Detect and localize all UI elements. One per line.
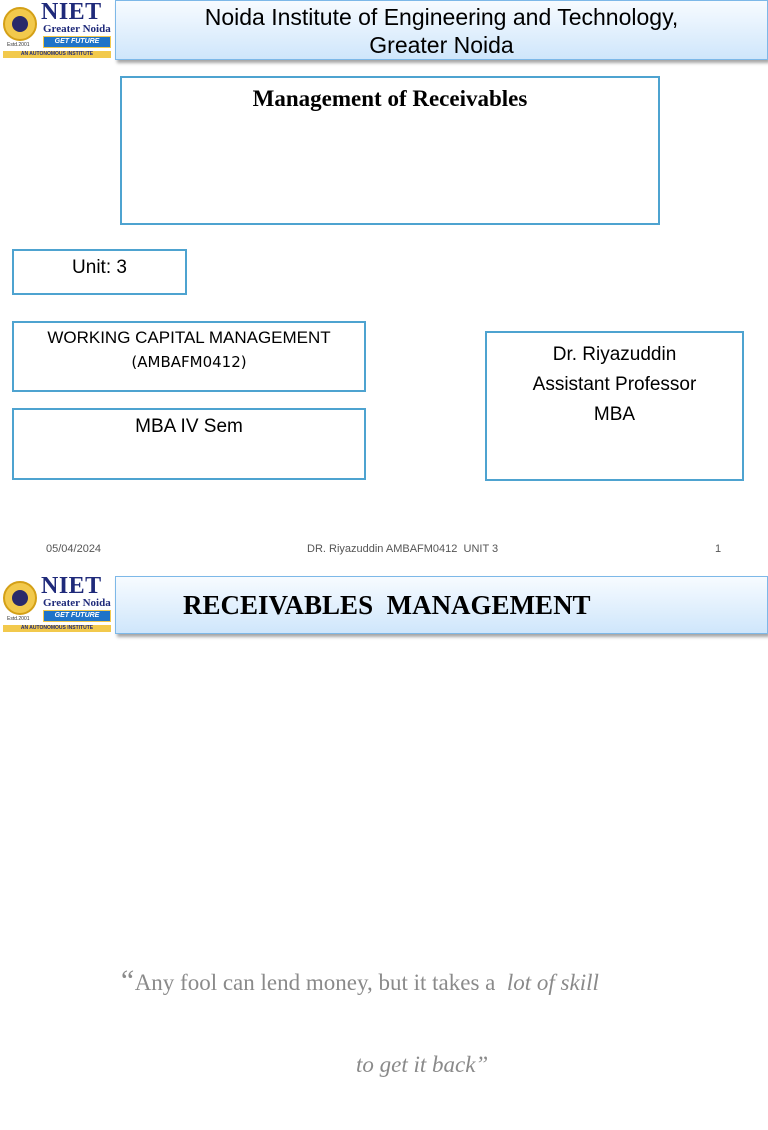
footer-page-number: 1 [715, 543, 722, 555]
slide-2: NIET Greater Noida GET FUTURE READY Estd… [0, 565, 768, 1077]
logo-estd: Estd.2001 [7, 616, 30, 622]
footer-date: 05/04/2024 [46, 543, 102, 555]
institute-name-line1: Noida Institute of Engineering and Techn… [204, 4, 679, 30]
unit-label: Unit: 3 [72, 257, 127, 278]
title-box: Management of Receivables [120, 76, 660, 225]
course-box: WORKING CAPITAL MANAGEMENT (AMBAFM0412) [12, 321, 366, 392]
quote-open-mark: “ [118, 964, 135, 997]
logo-city: Greater Noida [43, 23, 111, 35]
footer-center: DR. Riyazuddin AMBAFM0412 UNIT 3 [307, 543, 499, 555]
institute-name-line2: Greater Noida [369, 32, 514, 58]
semester-label: MBA IV Sem [135, 416, 243, 437]
faculty-name: Dr. Riyazuddin [552, 344, 677, 365]
logo-strip: AN AUTONOMOUS INSTITUTE [3, 51, 111, 58]
niet-logo: NIET Greater Noida GET FUTURE READY Estd… [3, 0, 111, 59]
quote: “Any fool can lend money, but it takes a… [118, 912, 678, 1130]
niet-logo: NIET Greater Noida GET FUTURE READY Estd… [3, 573, 111, 633]
logo-estd: Estd.2001 [7, 42, 30, 48]
logo-tagline: GET FUTURE READY [43, 610, 111, 629]
slide-header: RECEIVABLES MANAGEMENT [115, 576, 768, 634]
course-name: WORKING CAPITAL MANAGEMENT [47, 328, 331, 347]
slide-1: NIET Greater Noida GET FUTURE READY Estd… [3, 0, 768, 555]
emblem-icon [3, 7, 37, 41]
institute-header: Noida Institute of Engineering and Techn… [115, 0, 768, 60]
logo-city: Greater Noida [43, 597, 111, 609]
unit-box: Unit: 3 [12, 249, 187, 295]
quote-line-2: to get it back” [356, 1052, 489, 1077]
faculty-designation: Assistant Professor [532, 374, 697, 395]
quote-line-1: “Any fool can lend money, but it takes a… [118, 964, 678, 998]
slide-title: Management of Receivables [252, 86, 528, 111]
logo-brand: NIET [41, 0, 102, 25]
faculty-box: Dr. Riyazuddin Assistant Professor MBA [485, 331, 744, 481]
logo-brand: NIET [41, 573, 102, 599]
faculty-dept: MBA [593, 404, 636, 425]
quote-text-1: Any fool can lend money, but it takes a [134, 970, 502, 995]
logo-strip: AN AUTONOMOUS INSTITUTE [3, 625, 111, 632]
emblem-icon [3, 581, 37, 615]
quote-emphasis: lot of skill [506, 970, 599, 995]
logo-tagline: GET FUTURE READY [43, 36, 111, 55]
semester-box: MBA IV Sem [12, 408, 366, 480]
slide-title: RECEIVABLES MANAGEMENT [183, 590, 591, 620]
course-code: (AMBAFM0412) [131, 353, 247, 371]
